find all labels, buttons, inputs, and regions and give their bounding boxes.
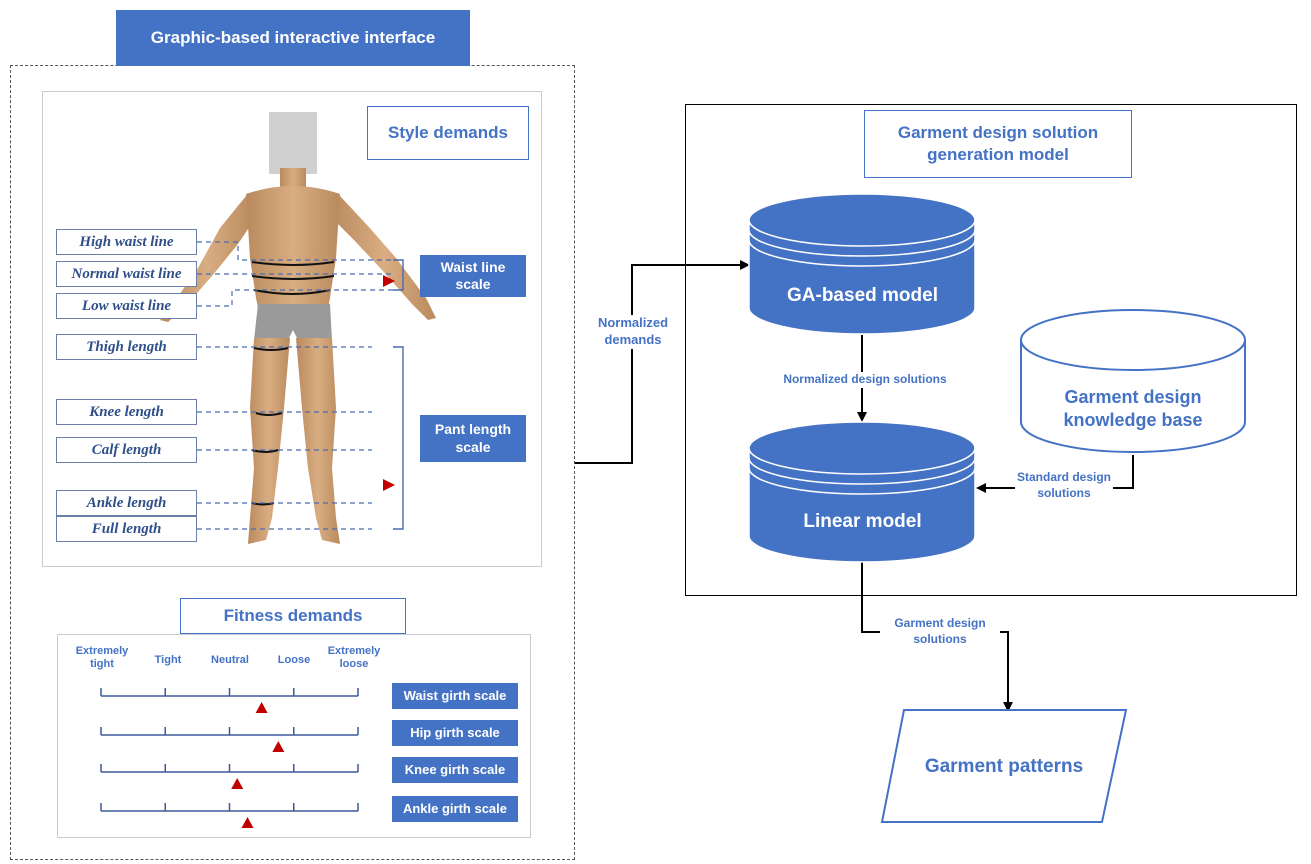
pant-scale-marker [383, 479, 395, 491]
fitness-demands-panel [57, 634, 531, 838]
hip-girth-scale-button[interactable]: Hip girth scale [392, 720, 518, 746]
waist-girth-scale-button[interactable]: Waist girth scale [392, 683, 518, 709]
ga-model-cylinder [748, 193, 976, 335]
waist-label-high[interactable]: High waist line [56, 229, 197, 255]
garment-patterns-label: Garment patterns [924, 756, 1084, 777]
ga-model-label: GA-based model [787, 285, 938, 306]
fitness-demands-title: Fitness demands [180, 598, 406, 634]
level-loose: Loose [277, 654, 311, 666]
level-neutral: Neutral [211, 654, 249, 666]
normalized-demands-label: Normalized demands [588, 315, 678, 349]
mannequin-figure [160, 112, 436, 544]
pant-label-thigh[interactable]: Thigh length [56, 334, 197, 360]
pant-label-full[interactable]: Full length [56, 516, 197, 542]
waist-label-low[interactable]: Low waist line [56, 293, 197, 319]
normalized-solutions-label: Normalized design solutions [760, 372, 970, 388]
level-extremely-loose: Extremely loose [327, 645, 381, 670]
pant-label-calf[interactable]: Calf length [56, 437, 197, 463]
pant-scale-button[interactable]: Pant length scale [420, 415, 526, 462]
fitness-scales [100, 688, 359, 828]
garment-patterns-shape [880, 709, 1128, 823]
linear-model-cylinder [748, 421, 976, 563]
knowledge-base-label: Garment design knowledge base [1063, 387, 1203, 431]
body-measure-lines [251, 261, 335, 506]
style-demands-panel [42, 91, 542, 567]
waist-scale-bracket [393, 259, 404, 291]
garment-solutions-label: Garment design solutions [880, 616, 1000, 648]
standard-solutions-label: Standard design solutions [1015, 470, 1113, 502]
ankle-girth-scale-button[interactable]: Ankle girth scale [392, 796, 518, 822]
fitness-scale-marker [231, 778, 244, 789]
knee-girth-scale-button[interactable]: Knee girth scale [392, 757, 518, 783]
pant-label-ankle[interactable]: Ankle length [56, 490, 197, 516]
linear-model-label: Linear model [803, 511, 922, 532]
style-connectors [197, 241, 404, 530]
body-silhouette [160, 112, 436, 544]
level-extremely-tight: Extremely tight [75, 645, 129, 670]
level-tight: Tight [154, 654, 182, 666]
fitness-scale-marker [255, 702, 268, 713]
fitness-scale-marker [272, 741, 285, 752]
demands-arrow [575, 260, 750, 464]
pant-scale-bracket [393, 346, 404, 530]
interface-title: Graphic-based interactive interface [116, 10, 470, 66]
fitness-scale-marker [241, 817, 254, 828]
knowledge-base-cylinder [1020, 309, 1246, 453]
waist-label-normal[interactable]: Normal waist line [56, 261, 197, 287]
style-demands-title: Style demands [367, 106, 529, 160]
model-title: Garment design solution generation model [864, 110, 1132, 178]
waist-scale-button[interactable]: Waist line scale [420, 255, 526, 297]
pant-label-knee[interactable]: Knee length [56, 399, 197, 425]
waist-scale-marker [383, 275, 395, 287]
model-frame [685, 104, 1297, 596]
